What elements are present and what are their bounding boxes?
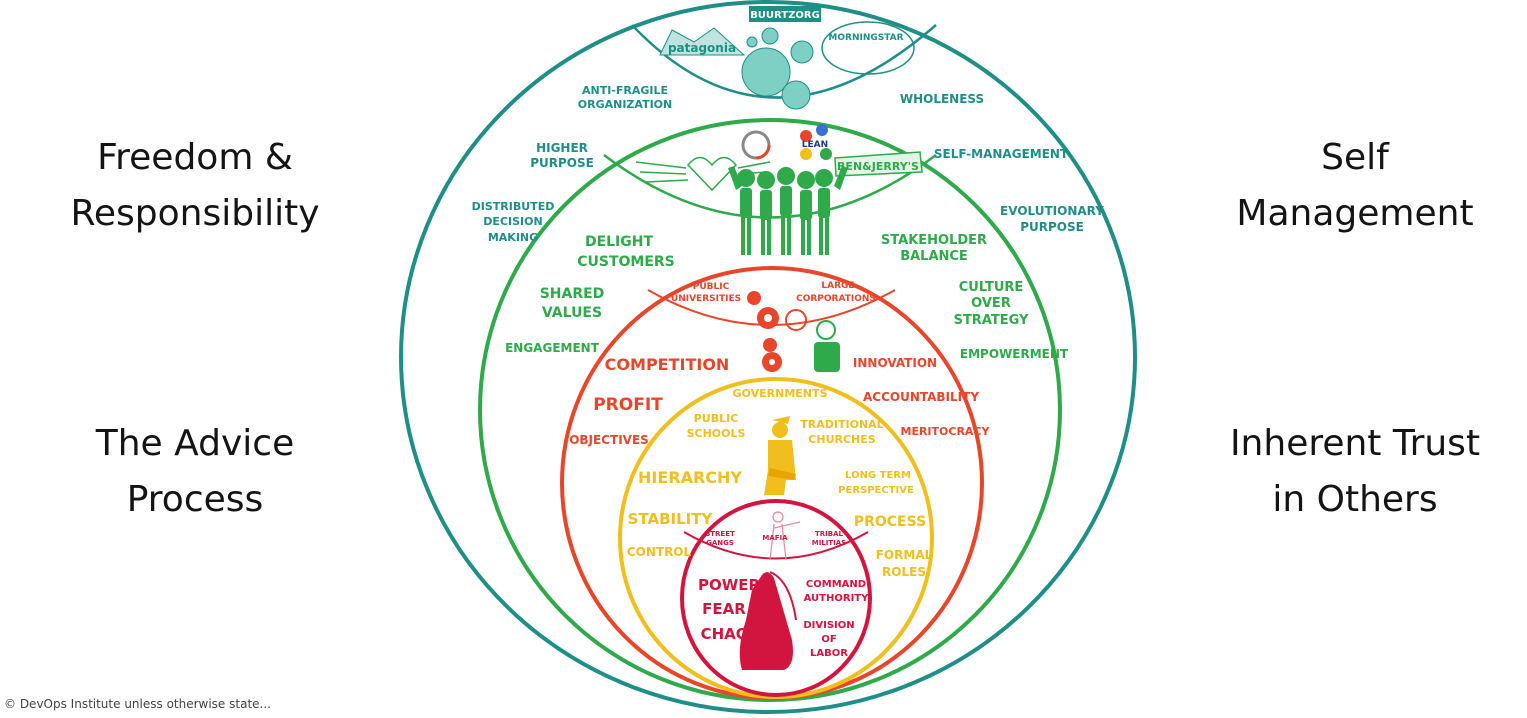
wholeness-label: WHOLENESS xyxy=(900,92,984,106)
anti-fragile-label: ANTI-FRAGILE xyxy=(582,84,668,97)
delight-customers-label: CUSTOMERS xyxy=(577,254,675,270)
division-of-labor-label: OF xyxy=(821,634,836,645)
objectives-label: OBJECTIVES xyxy=(569,433,649,447)
caption-line: in Others xyxy=(1272,479,1438,520)
advice-process-caption: The Advice Process xyxy=(60,416,330,528)
patagonia-logo: patagonia xyxy=(659,27,746,56)
stakeholder-balance-label: STAKEHOLDER xyxy=(881,233,987,248)
morningstar-logo: MORNINGSTAR xyxy=(821,21,915,75)
engagement-label: ENGAGEMENT xyxy=(505,341,600,355)
higher-purpose-label: HIGHER xyxy=(536,141,588,155)
caption-line: Self xyxy=(1321,137,1389,178)
svg-text:patagonia: patagonia xyxy=(668,41,736,55)
empowerment-label: EMPOWERMENT xyxy=(960,347,1069,361)
long-term-label: PERSPECTIVE xyxy=(838,485,914,496)
buurtzorg-logo: BUURTZORG xyxy=(750,10,820,21)
division-of-labor-label: DIVISION xyxy=(803,620,854,631)
tribal-militias-label: MILITIAS xyxy=(812,539,846,547)
distributed-decision-label: MAKING xyxy=(488,231,538,244)
public-universities-label: UNIVERSITIES xyxy=(671,294,741,304)
chaos-label: CHAOS xyxy=(701,625,760,643)
soldier-icon xyxy=(764,416,796,495)
people-group-icon xyxy=(728,166,848,255)
agile-cycle-icon xyxy=(741,130,771,160)
stability-label: STABILITY xyxy=(628,510,714,528)
gears-icon xyxy=(747,291,807,372)
delight-customers-label: DELIGHT xyxy=(585,234,654,250)
evolutionary-purpose-label: PURPOSE xyxy=(1020,220,1084,234)
public-schools-label: SCHOOLS xyxy=(687,427,746,440)
innovation-label: INNOVATION xyxy=(853,356,937,370)
svg-text:LEAN: LEAN xyxy=(802,140,828,150)
large-corporations-label: CORPORATIONS xyxy=(796,294,876,304)
tribal-militias-label: TRIBAL xyxy=(815,530,844,538)
traditional-churches-label: CHURCHES xyxy=(808,433,875,446)
inherent-trust-caption: Inherent Trust in Others xyxy=(1210,416,1500,528)
fear-label: FEAR xyxy=(702,600,746,618)
green-circle xyxy=(478,118,1062,702)
gangster-icon xyxy=(769,511,801,561)
culture-over-strategy-label: CULTURE xyxy=(959,280,1024,295)
power-label: POWER xyxy=(698,576,761,594)
accountability-label: ACCOUNTABILITY xyxy=(863,390,979,404)
svg-text:MORNINGSTAR: MORNINGSTAR xyxy=(828,33,903,43)
command-authority-label: COMMAND xyxy=(806,579,866,590)
street-gangs-label: GANGS xyxy=(706,539,734,547)
self-management-label: SELF-MANAGEMENT xyxy=(934,147,1069,161)
large-corporations-label: LARGE xyxy=(821,281,854,291)
caption-line: Freedom & xyxy=(97,137,293,178)
freedom-responsibility-caption: Freedom & Responsibility xyxy=(60,130,330,242)
command-authority-label: AUTHORITY xyxy=(804,593,869,604)
long-term-label: LONG TERM xyxy=(845,470,911,481)
businessman-icon xyxy=(814,320,840,372)
caption-line: Responsibility xyxy=(70,193,320,234)
competition-label: COMPETITION xyxy=(605,355,730,374)
public-schools-label: PUBLIC xyxy=(694,412,739,425)
shared-values-label: SHARED xyxy=(540,286,605,302)
profit-label: PROFIT xyxy=(593,395,663,415)
division-of-labor-label: LABOR xyxy=(810,648,848,659)
culture-over-strategy-label: OVER xyxy=(971,296,1011,311)
caption-line: Process xyxy=(126,479,264,520)
wolf-icon xyxy=(739,571,797,670)
culture-over-strategy-label: STRATEGY xyxy=(954,313,1029,328)
svg-text:BEN&JERRY'S: BEN&JERRY'S xyxy=(837,160,919,173)
meritocracy-label: MERITOCRACY xyxy=(901,425,991,438)
red-dome-arc xyxy=(683,531,869,560)
process-label: PROCESS xyxy=(854,514,926,530)
formal-roles-label: FORMAL xyxy=(876,548,933,562)
copyright-footer: © DevOps Institute unless otherwise stat… xyxy=(4,697,271,711)
stakeholder-balance-label: BALANCE xyxy=(900,249,968,264)
shared-values-label: VALUES xyxy=(542,305,602,321)
anti-fragile-label: ORGANIZATION xyxy=(578,98,672,111)
higher-purpose-label: PURPOSE xyxy=(530,156,594,170)
public-universities-label: PUBLIC xyxy=(693,282,730,292)
governments-label: GOVERNMENTS xyxy=(733,387,828,400)
caption-line: Management xyxy=(1236,193,1474,234)
caption-line: The Advice xyxy=(95,423,295,464)
mafia-label: MAFIA xyxy=(762,534,788,542)
lean-cluster-icon: LEAN xyxy=(800,124,832,160)
formal-roles-label: ROLES xyxy=(882,565,926,579)
teal-circle xyxy=(399,0,1137,714)
hierarchy-label: HIERARCHY xyxy=(638,468,742,487)
bubble-cluster-icon xyxy=(741,27,814,110)
ben-jerrys-logo: BEN&JERRY'S xyxy=(834,151,923,177)
red-circle xyxy=(680,499,872,697)
caption-line: Inherent Trust xyxy=(1229,423,1481,464)
distributed-decision-label: DECISION xyxy=(483,215,542,228)
street-gangs-label: STREET xyxy=(705,530,735,538)
teal-dome-arc xyxy=(631,24,937,99)
evolutionary-purpose-label: EVOLUTIONARY xyxy=(1000,204,1104,218)
control-label: CONTROL xyxy=(627,545,692,559)
traditional-churches-label: TRADITIONAL xyxy=(800,418,883,431)
distributed-decision-label: DISTRIBUTED xyxy=(472,200,555,213)
buurtzorg-logo-box xyxy=(749,6,821,22)
self-management-caption: Self Management xyxy=(1210,130,1500,242)
